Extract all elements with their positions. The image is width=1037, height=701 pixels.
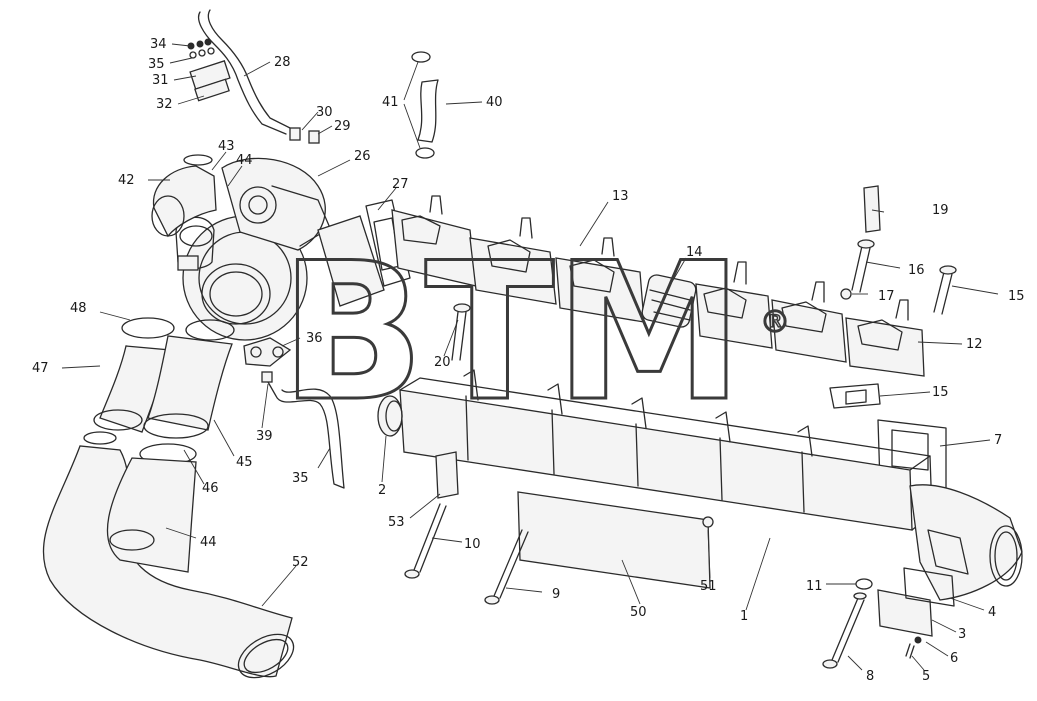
heat-shield [399, 369, 1023, 601]
plate-50 [517, 491, 711, 589]
callout-48: 47 [32, 361, 49, 376]
callout-labels: 34 35 31 32 28 30 29 41 40 42 43 44 26 2… [32, 37, 1025, 684]
callout-49: 48 [70, 301, 87, 316]
callout-52: 52 [292, 555, 309, 570]
exhaust-pipes [42, 317, 295, 679]
callout-6: 6 [950, 651, 958, 666]
watermark-text: BTM [280, 222, 744, 443]
callout-44: 44 [236, 153, 253, 168]
callout-32: 32 [156, 97, 173, 112]
callout-12: 12 [966, 337, 983, 352]
callout-27: 27 [392, 177, 409, 192]
callout-51: 51 [700, 579, 717, 594]
callout-15: 15 [932, 385, 949, 400]
callout-2: 2 [378, 483, 386, 498]
callout-29: 29 [334, 119, 351, 134]
callout-30: 30 [316, 105, 333, 120]
callout-11: 11 [806, 579, 823, 594]
callout-13: 13 [612, 189, 629, 204]
callout-28: 28 [274, 55, 291, 70]
watermark-registered-mark: ® [760, 305, 790, 340]
ring-2 [377, 395, 403, 437]
oil-line-group [187, 9, 320, 144]
callout-17: 16 [908, 263, 925, 278]
callout-42: 42 [118, 173, 135, 188]
manifold-hardware [451, 185, 957, 361]
callout-46: 45 [236, 455, 253, 470]
oil-return-tube [243, 337, 345, 489]
callout-7: 7 [994, 433, 1002, 448]
callout-3: 3 [958, 627, 966, 642]
callout-8: 8 [866, 669, 874, 684]
shield-hardware [404, 451, 922, 669]
callout-5: 5 [922, 669, 930, 684]
callout-18: 17 [878, 289, 895, 304]
callout-43: 43 [218, 139, 235, 154]
callout-50: 50 [630, 605, 647, 620]
callout-20: 20 [434, 355, 451, 370]
callout-40: 40 [486, 95, 503, 110]
callout-33: 34 [150, 37, 167, 52]
callout-16: 15 [1008, 289, 1025, 304]
callout-31: 31 [152, 73, 169, 88]
callout-10: 10 [464, 537, 481, 552]
turbocharger [175, 157, 385, 341]
callout-9: 9 [552, 587, 560, 602]
gasket-4 [903, 567, 955, 607]
callout-14: 14 [686, 245, 703, 260]
hose-group [411, 51, 439, 159]
callout-36: 36 [306, 331, 323, 346]
callout-45: 44 [200, 535, 217, 550]
leader-lines [61, 43, 999, 671]
callout-47: 46 [202, 481, 219, 496]
callout-19: 19 [932, 203, 949, 218]
callout-26: 26 [354, 149, 371, 164]
inlet-elbow [151, 154, 217, 238]
callout-35: 35 [292, 471, 309, 486]
callout-1: 1 [740, 609, 748, 624]
callout-53: 53 [388, 515, 405, 530]
cover-3 [877, 589, 933, 637]
exhaust-manifold [391, 195, 925, 377]
callout-39: 39 [256, 429, 273, 444]
callout-34: 35 [148, 57, 165, 72]
callout-41: 41 [382, 95, 399, 110]
callout-4: 4 [988, 605, 996, 620]
gasket-15 [829, 383, 881, 409]
